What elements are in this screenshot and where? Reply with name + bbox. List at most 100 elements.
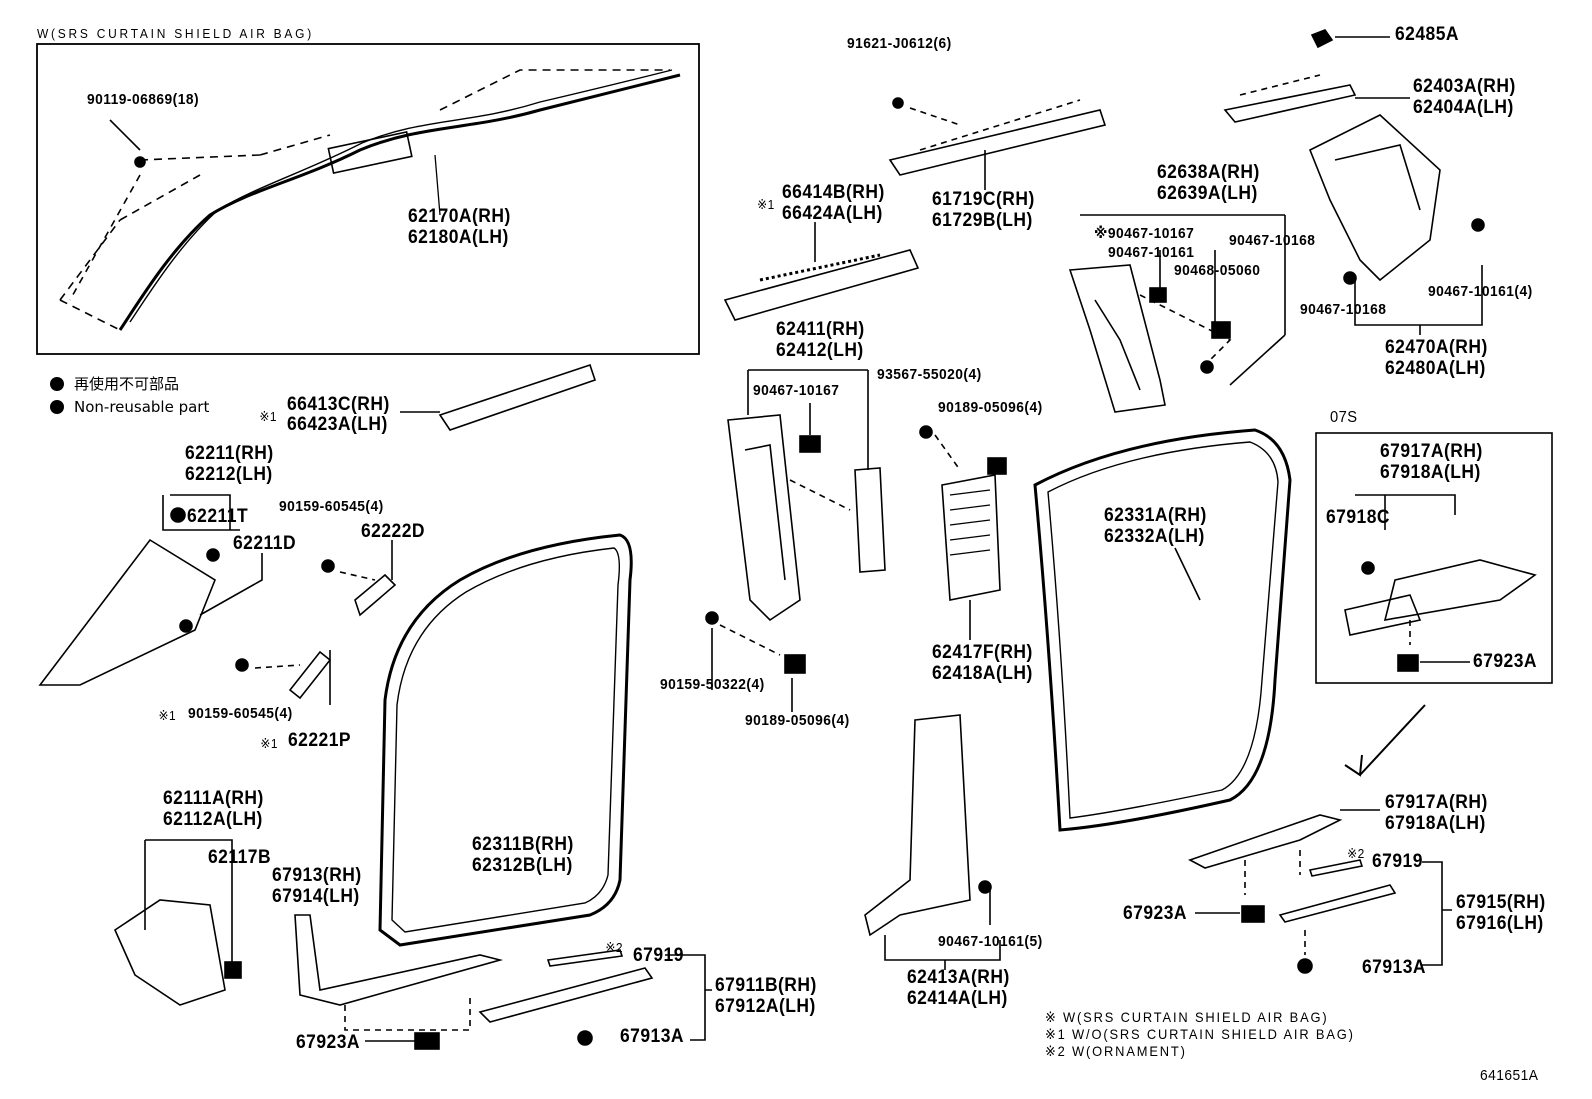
part-62470a-rh[interactable]: 62470A(RH) <box>1385 337 1488 358</box>
part-67912a-lh[interactable]: 67912A(LH) <box>715 996 816 1017</box>
part-62480a-lh[interactable]: 62480A(LH) <box>1385 358 1486 379</box>
part-67923a-b[interactable]: 67923A <box>296 1032 360 1053</box>
part-66424a-lh[interactable]: 66424A(LH) <box>782 203 883 224</box>
part-90467-10167-a[interactable]: ※90467-10167 <box>1094 225 1195 242</box>
footnote-star: ※ W(SRS CURTAIN SHIELD AIR BAG) <box>1045 1009 1329 1025</box>
part-90159-50322[interactable]: 90159-50322(4) <box>660 676 765 693</box>
part-62404a-lh[interactable]: 62404A(LH) <box>1413 97 1514 118</box>
part-67919-b-text: 67919 <box>1372 851 1423 872</box>
part-62117b[interactable]: 62117B <box>208 847 272 868</box>
part-62413a-rh[interactable]: 62413A(RH) <box>907 967 1010 988</box>
part-62312b-lh[interactable]: 62312B(LH) <box>472 855 573 876</box>
part-62111a-rh[interactable]: 62111A(RH) <box>163 788 264 809</box>
part-67919-a-text: 67919 <box>633 945 684 966</box>
part-93567-55020[interactable]: 93567-55020(4) <box>877 366 982 383</box>
part-62412-lh[interactable]: 62412(LH) <box>776 340 864 361</box>
part-62485a[interactable]: 62485A <box>1395 24 1459 45</box>
part-90467-10161-4[interactable]: 90467-10161(4) <box>1428 283 1533 300</box>
non-reusable-dot-icon <box>50 400 64 414</box>
part-90467-10167-b[interactable]: 90467-10167 <box>753 382 840 399</box>
part-66423a-lh[interactable]: 66423A(LH) <box>287 414 388 435</box>
part-62211-rh[interactable]: 62211(RH) <box>185 443 274 464</box>
scuff-plate-07s <box>1344 494 1537 672</box>
scuff-plate-67917a <box>1188 809 1452 974</box>
part-67918a-lh-a[interactable]: 67918A(LH) <box>1380 462 1481 483</box>
part-90467-10168-a[interactable]: 90467-10168 <box>1229 232 1316 249</box>
part-90467-10161-5[interactable]: 90467-10161(5) <box>938 933 1043 950</box>
part-66414b-rh-text: 66414B(RH) <box>782 182 885 203</box>
rail-66413c <box>400 363 597 431</box>
part-62414a-lh[interactable]: 62414A(LH) <box>907 988 1008 1009</box>
part-62112a-lh[interactable]: 62112A(LH) <box>163 809 263 830</box>
scuff-plate-67911b <box>478 949 712 1046</box>
part-62221p-text: 62221P <box>288 730 352 751</box>
part-62417f-rh[interactable]: 62417F(RH) <box>932 642 1033 663</box>
part-90467-10168-b[interactable]: 90467-10168 <box>1300 301 1387 318</box>
part-67919-a[interactable]: ※2 67919 <box>605 940 684 966</box>
part-62639a-lh[interactable]: 62639A(LH) <box>1157 183 1258 204</box>
part-66414b-rh[interactable]: ※1 66414B(RH) <box>757 182 885 212</box>
pillar-62411 <box>705 369 886 712</box>
part-90189-05096-b[interactable]: 90189-05096(4) <box>745 712 850 729</box>
part-62180a-lh[interactable]: 62180A(LH) <box>408 227 509 248</box>
part-61719c-rh[interactable]: 61719C(RH) <box>932 189 1035 210</box>
part-62211d[interactable]: 62211D <box>233 533 297 554</box>
part-62418a-lh[interactable]: 62418A(LH) <box>932 663 1033 684</box>
figure-id: 641651A <box>1480 1067 1539 1084</box>
part-62411-rh[interactable]: 62411(RH) <box>776 319 865 340</box>
part-67914-lh[interactable]: 67914(LH) <box>272 886 360 907</box>
part-90467-10161-a[interactable]: 90467-10161 <box>1108 244 1195 261</box>
part-67917a-rh-a[interactable]: 67917A(RH) <box>1380 441 1483 462</box>
cowl-62111a <box>113 839 242 1006</box>
curtain-airbag-box <box>36 43 700 355</box>
footnote-mark: ※2 <box>605 940 623 955</box>
legend-jp-text: 再使用不可部品 <box>74 375 180 393</box>
part-62331a-rh[interactable]: 62331A(RH) <box>1104 505 1207 526</box>
bracket-61719c <box>888 97 1107 190</box>
bracket-62403a <box>1223 29 1410 123</box>
part-67923a-c[interactable]: 67923A <box>1123 903 1187 924</box>
footnote-mark: ※1 <box>260 736 278 751</box>
part-62638a-rh[interactable]: 62638A(RH) <box>1157 162 1260 183</box>
part-62221p[interactable]: ※1 62221P <box>260 730 352 751</box>
part-67913a-a[interactable]: 67913A <box>620 1026 684 1047</box>
weatherstrip-62331a <box>1033 428 1292 832</box>
part-62403a-rh[interactable]: 62403A(RH) <box>1413 76 1516 97</box>
part-62311b-rh[interactable]: 62311B(RH) <box>472 834 574 855</box>
weatherstrip-62311b <box>378 533 633 947</box>
quarter-trim-62470a <box>1308 114 1485 335</box>
part-62332a-lh[interactable]: 62332A(LH) <box>1104 526 1205 547</box>
part-67916-lh[interactable]: 67916(LH) <box>1456 913 1544 934</box>
part-67917a-rh-b[interactable]: 67917A(RH) <box>1385 792 1488 813</box>
kick-panel-67913 <box>294 914 504 1050</box>
part-62212-lh[interactable]: 62212(LH) <box>185 464 273 485</box>
part-90189-05096-a[interactable]: 90189-05096(4) <box>938 399 1043 416</box>
part-62211t[interactable]: 62211T <box>187 506 249 527</box>
legend-jp: 再使用不可部品 <box>50 373 179 394</box>
pillar-62638a <box>1068 214 1286 413</box>
arrow-indicator <box>1344 704 1426 777</box>
part-67913-rh[interactable]: 67913(RH) <box>272 865 362 886</box>
footnote-star2: ※2 W(ORNAMENT) <box>1045 1043 1187 1059</box>
part-67915-rh[interactable]: 67915(RH) <box>1456 892 1546 913</box>
pillar-62417f <box>919 425 1007 640</box>
part-67918c[interactable]: 67918C <box>1326 507 1390 528</box>
part-62170a-rh[interactable]: 62170A(RH) <box>408 206 511 227</box>
footnote-mark: ※1 <box>757 197 775 212</box>
part-90119-06869[interactable]: 90119-06869(18) <box>87 91 200 108</box>
part-91621-j0612[interactable]: 91621-J0612(6) <box>847 35 952 52</box>
part-61729b-lh[interactable]: 61729B(LH) <box>932 210 1033 231</box>
part-62222d[interactable]: 62222D <box>361 521 425 542</box>
part-90468-05060[interactable]: 90468-05060 <box>1174 262 1261 279</box>
part-90159-60545-a[interactable]: 90159-60545(4) <box>279 498 384 515</box>
part-67918a-lh-b[interactable]: 67918A(LH) <box>1385 813 1486 834</box>
part-67911b-rh[interactable]: 67911B(RH) <box>715 975 817 996</box>
part-67923a-a[interactable]: 67923A <box>1473 651 1537 672</box>
part-66413c-rh-text: 66413C(RH) <box>287 394 390 415</box>
part-67913a-b[interactable]: 67913A <box>1362 957 1426 978</box>
